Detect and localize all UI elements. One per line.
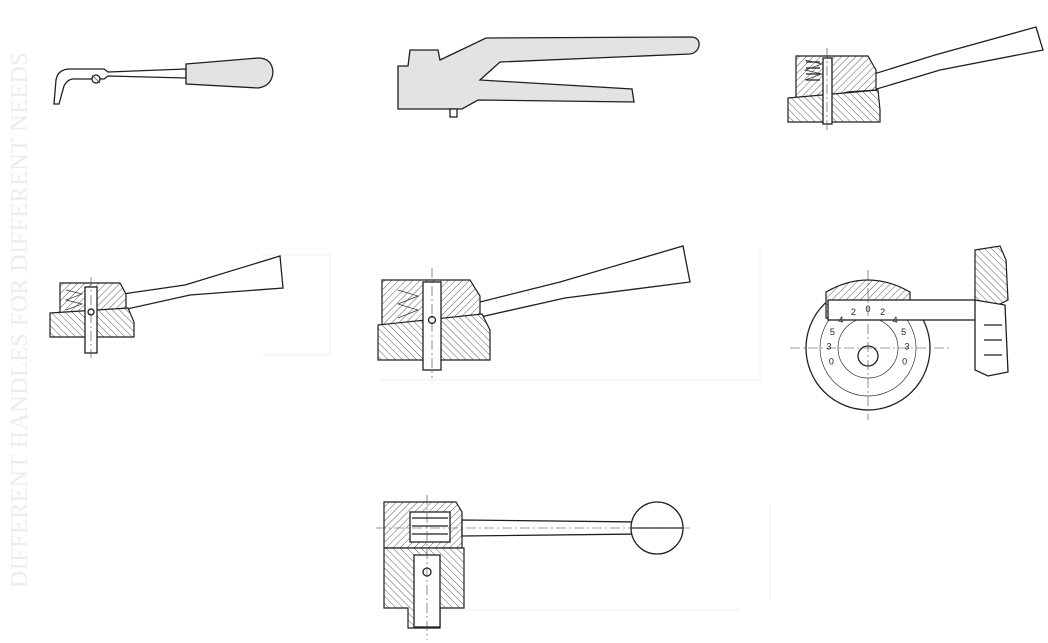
dial-number: 0: [829, 356, 834, 366]
handle-indexing-lever-small: [787, 26, 1044, 132]
dial-number: 4: [838, 315, 843, 325]
dial-number: 3: [904, 342, 909, 352]
handle-indexing-lever-left: [49, 255, 284, 358]
handle-dial-wheel: [790, 245, 1009, 420]
dial-number: 5: [901, 327, 906, 337]
handle-cranked-lever: [53, 57, 274, 105]
ghost-outlines: [262, 250, 771, 611]
dial-number: 4: [893, 315, 898, 325]
dial-number: 5: [830, 327, 835, 337]
dial-number: 0: [865, 304, 870, 314]
handle-plier-lever: [397, 36, 700, 118]
dial-number: 2: [851, 307, 856, 317]
dial-number: 3: [826, 342, 831, 352]
handle-ball-knob-lever: [376, 495, 690, 640]
handle-indexing-lever-center: [377, 245, 691, 378]
dial-number: 2: [880, 307, 885, 317]
dial-number: 0: [902, 356, 907, 366]
